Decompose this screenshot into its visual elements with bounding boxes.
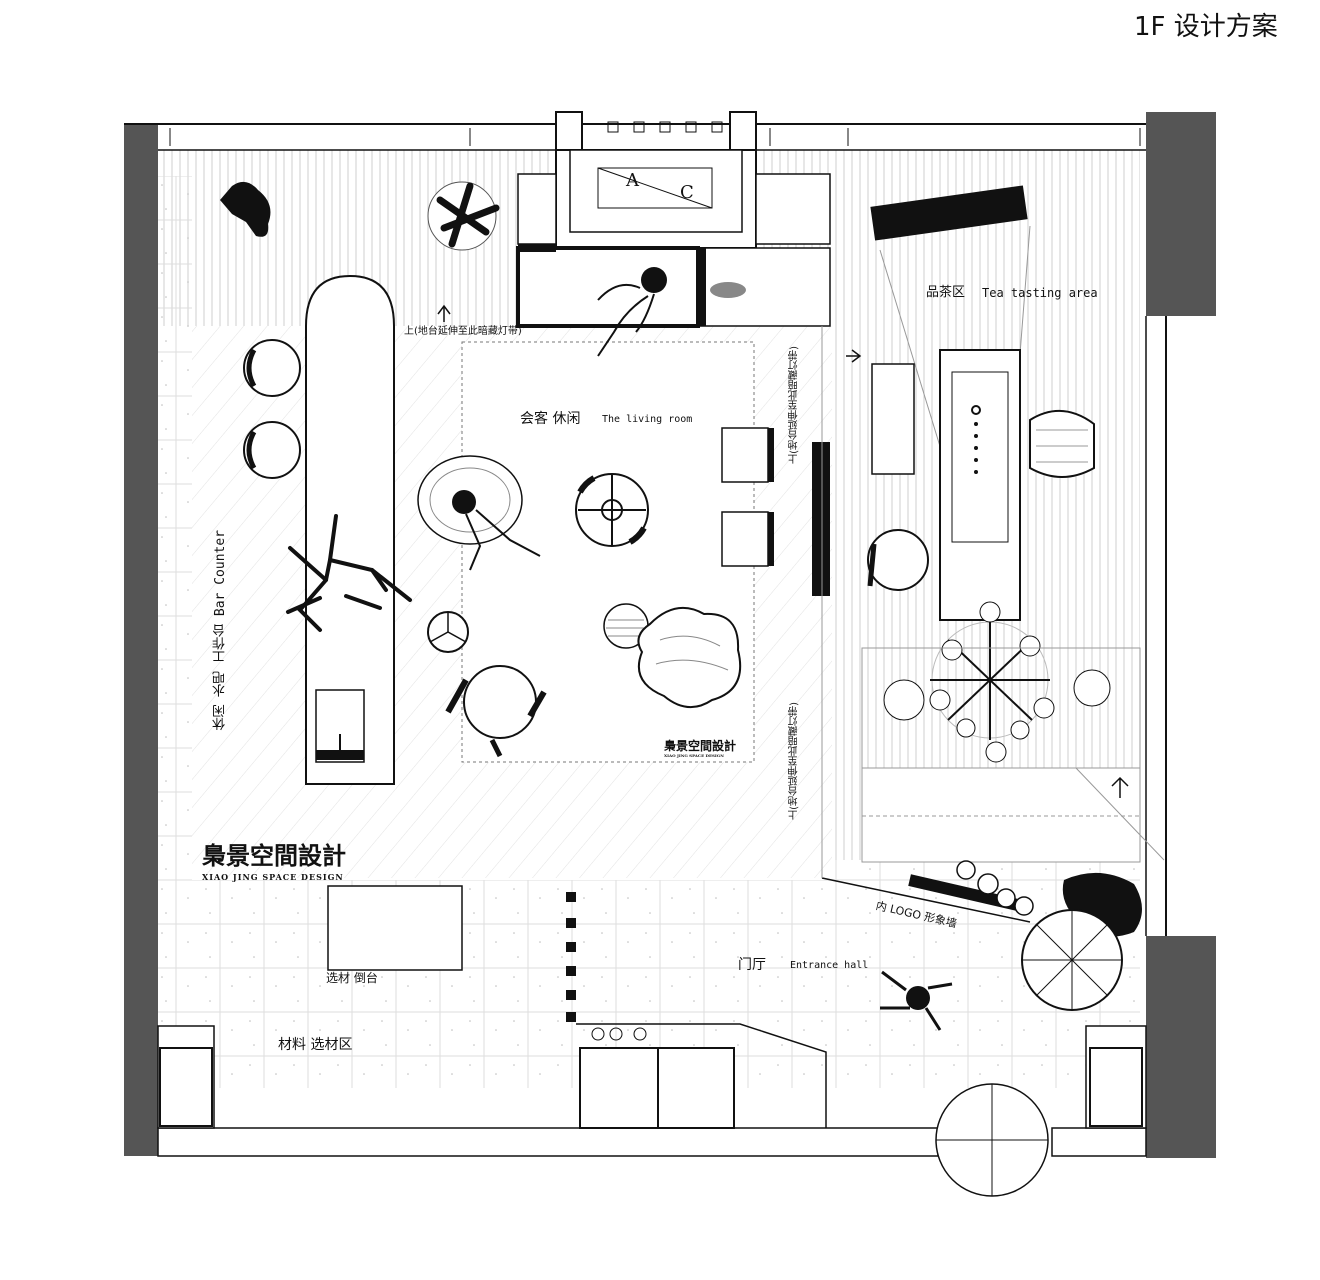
rug-brand: 梟景空間設計 [664,739,737,753]
fireplace [555,111,757,249]
entrance-area [880,860,1142,1197]
bar-stool-1 [243,339,301,397]
screen-panel [812,442,830,596]
umbrella-plant [1021,909,1123,1011]
step-note-top: 上(地台延伸至此暗藏灯带) [404,326,522,337]
rug-brand-en: XIAO JING SPACE DESIGN [664,753,724,758]
step-note-low: 上(地台延伸至此暗藏灯带) [789,702,800,820]
entrance-label-en: Entrance hall [790,960,869,971]
living-stool-2 [721,511,774,567]
tea-area [861,185,1165,863]
counter-label: 选材 倒台 [326,971,378,985]
material-room [157,885,1147,1129]
entrance-label-cn: 门厅 [738,957,766,973]
lounge-chair-with-person [417,455,541,571]
cabinet-block [516,173,831,328]
pivot-stool [427,181,500,251]
armchair [445,665,547,758]
round-table [575,473,649,547]
tea-zone-label-en: Tea tasting area [982,286,1098,300]
page-title: 1F 设计方案 [1134,12,1278,42]
side-table-small [427,611,469,653]
bar-counter [243,274,412,785]
dog-figure [220,181,271,237]
living-zone-label-en: The living room [602,414,693,425]
arrow-up-icon [437,304,451,322]
person-walking-top [597,267,667,357]
person-entrance [880,970,953,1031]
material-zone-label: 材料 选材区 [278,1037,353,1053]
tea-chair-2 [867,529,929,591]
door-swing [935,1083,1049,1197]
tea-tree [883,601,1111,763]
tea-chair-1 [1029,409,1095,478]
bar-stool-2 [243,421,301,479]
bar-zone-label: 休闲 水吧 工作台 Bar Counter [213,530,228,731]
fireplace-letter-a: A [626,170,639,191]
arrow-right-icon [846,349,862,363]
brand-logo-en: XIAO JING SPACE DESIGN [202,872,344,882]
living-rug [417,341,774,763]
step-note-mid: 上(地台延伸至此暗藏灯带) [789,346,800,464]
fireplace-letter-c: C [680,182,694,203]
living-zone-label-cn: 会客 休闲 [520,411,581,427]
tea-zone-label-cn: 品茶区 [926,285,966,300]
ottoman-ball [603,603,649,649]
walls [124,112,1216,1158]
brand-logo: 梟景空間設計 [202,841,346,870]
cloud-sofa [637,607,742,708]
living-stool-1 [721,427,774,483]
